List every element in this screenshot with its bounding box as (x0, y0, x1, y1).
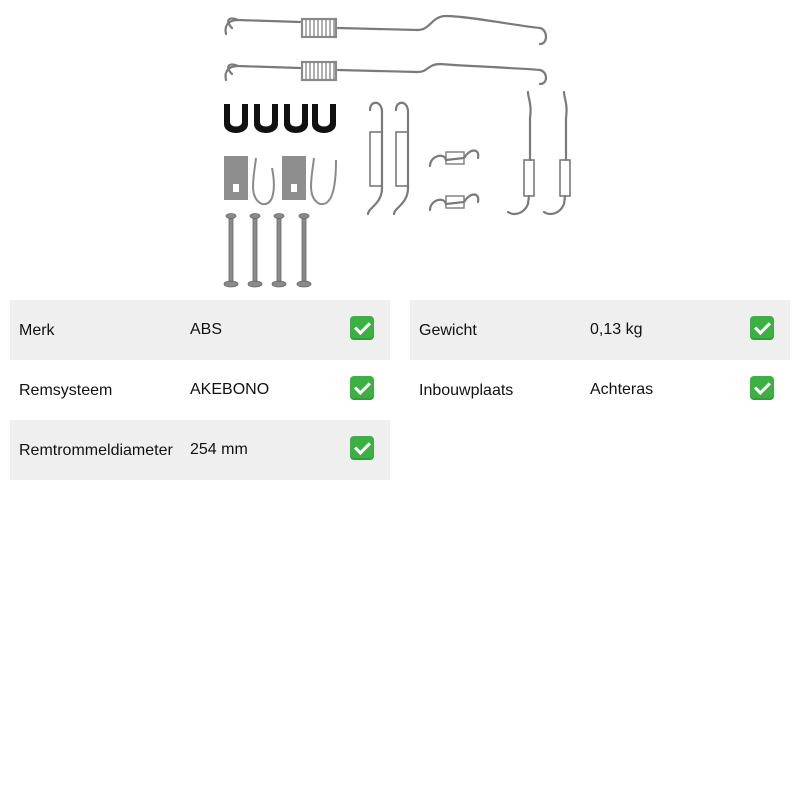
spec-label: Gewicht (419, 322, 477, 339)
check-icon (350, 316, 374, 340)
product-image (218, 8, 582, 292)
spec-label: Merk (19, 322, 55, 339)
spec-label: Remsysteem (19, 382, 113, 399)
spec-row-remsysteem: Remsysteem AKEBONO (10, 360, 390, 420)
spec-label: Remtrommeldiameter (19, 442, 173, 459)
spec-row-merk: Merk ABS (10, 300, 390, 360)
spec-table-left: Merk ABS Remsysteem AKEBONO Remtrommeldi… (10, 300, 390, 480)
spec-value: Achteras (590, 381, 654, 398)
spec-table-right: Gewicht 0,13 kg Inbouwplaats Achteras (410, 300, 790, 420)
spec-row-inbouwplaats: Inbouwplaats Achteras (410, 360, 790, 420)
spec-value: AKEBONO (190, 381, 270, 398)
spec-value: 0,13 kg (590, 321, 643, 338)
check-icon (350, 376, 374, 400)
spec-value: ABS (190, 321, 223, 338)
brake-kit-illustration (223, 14, 571, 288)
spec-row-remtrommeldiameter: Remtrommeldiameter 254 mm (10, 420, 390, 480)
check-icon (350, 436, 374, 460)
check-icon (750, 376, 774, 400)
spec-row-gewicht: Gewicht 0,13 kg (410, 300, 790, 360)
check-icon (750, 316, 774, 340)
spec-label: Inbouwplaats (419, 382, 514, 399)
spec-value: 254 mm (190, 441, 248, 458)
